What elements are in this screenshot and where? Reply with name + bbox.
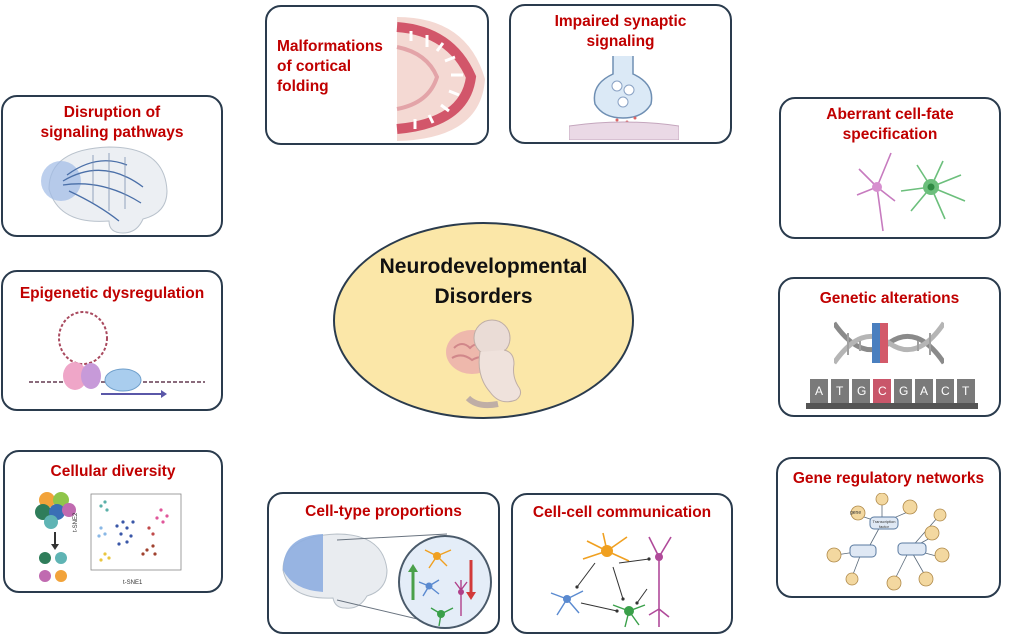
base-letter: A [815, 384, 824, 398]
cell-fate-label: Aberrant cell-fate specification [781, 105, 999, 145]
base-letter: C [878, 384, 887, 398]
base-sequence-shapes [806, 379, 978, 409]
grn-tf-label: Transcription factor [872, 519, 896, 529]
box-epigenetic: Epigenetic dysregulation [1, 270, 223, 411]
cortical-line2: of cortical [277, 58, 352, 75]
signaling-label: Disruption of signaling pathways [3, 103, 221, 143]
cell-fate-line1: Aberrant cell-fate [826, 106, 954, 123]
cortical-folding-label: Malformations of cortical folding [277, 37, 487, 97]
grn-line1: Gene regulatory networks [792, 470, 985, 487]
diversity-label: Cellular diversity [5, 462, 221, 482]
proportions-label: Cell-type proportions [269, 502, 498, 522]
base-letter: A [920, 384, 929, 398]
epigenetic-label: Epigenetic dysregulation [3, 284, 221, 304]
brain-zoom-icon [282, 533, 492, 629]
base-letter: T [962, 384, 970, 398]
box-signaling-pathways: Disruption of signaling pathways [1, 95, 223, 237]
cortical-line3: folding [277, 78, 329, 95]
center-title: Neurodevelopmental Disorders [335, 252, 632, 312]
tsne-scatter-plot [90, 493, 182, 571]
center-title-line1: Neurodevelopmental [379, 255, 588, 278]
dna-helix-icon [834, 321, 944, 365]
synaptic-line1: Impaired synaptic [554, 13, 687, 30]
box-cellular-diversity: Cellular diversity t-SNE2 t-SNE1 [3, 450, 223, 593]
base-letter: T [836, 384, 844, 398]
epigenetic-line1: Epigenetic dysregulation [19, 285, 205, 302]
communication-line1: Cell-cell communication [532, 504, 712, 521]
synaptic-line2: signaling [586, 33, 655, 50]
signaling-line2: signaling pathways [40, 124, 184, 141]
genetic-label: Genetic alterations [780, 289, 999, 309]
base-letter: G [857, 384, 867, 398]
center-title-line2: Disorders [434, 285, 533, 308]
grn-gene-label: gene [850, 510, 862, 516]
proportions-line1: Cell-type proportions [305, 503, 462, 520]
cortical-line1: Malformations [277, 38, 383, 55]
communication-label: Cell-cell communication [513, 503, 731, 523]
box-cell-type-proportions: Cell-type proportions [267, 492, 500, 634]
central-ellipse: Neurodevelopmental Disorders [333, 222, 634, 419]
box-gene-networks: Gene regulatory networks gene Transcript… [776, 457, 1001, 598]
diversity-line1: Cellular diversity [50, 463, 176, 480]
base-letter: C [941, 384, 950, 398]
cell-fate-line2: specification [842, 126, 938, 143]
box-cortical-folding: Malformations of cortical folding [265, 5, 489, 145]
base-sequence: A T G C G A C T [806, 377, 978, 411]
chromatin-loop-icon [29, 311, 205, 398]
cell-communication-icon [550, 532, 672, 628]
tsne-yaxis-label: t-SNE2 [73, 512, 79, 532]
gene-network-icon [826, 493, 950, 591]
signaling-line1: Disruption of [63, 104, 161, 121]
box-genetic: Genetic alterations A T G C G A C T [778, 277, 1001, 417]
synaptic-label: Impaired synaptic signaling [511, 12, 730, 52]
box-cell-communication: Cell-cell communication [511, 493, 733, 634]
neurons-icon [856, 152, 966, 232]
box-synaptic-signaling: Impaired synaptic signaling [509, 4, 732, 144]
genetic-line1: Genetic alterations [819, 290, 960, 307]
fetus-icon [446, 319, 522, 409]
box-cell-fate: Aberrant cell-fate specification [779, 97, 1001, 239]
brain-section-icon [396, 17, 485, 141]
synapse-icon [569, 56, 679, 140]
tsne-xaxis-label: t-SNE1 [123, 580, 143, 586]
base-letter: G [899, 384, 909, 398]
base-letters: A T G C G A C T [810, 384, 975, 400]
cell-cluster-icon [35, 492, 76, 582]
brain-pathways-icon [41, 146, 168, 234]
grn-label: Gene regulatory networks [778, 469, 999, 489]
